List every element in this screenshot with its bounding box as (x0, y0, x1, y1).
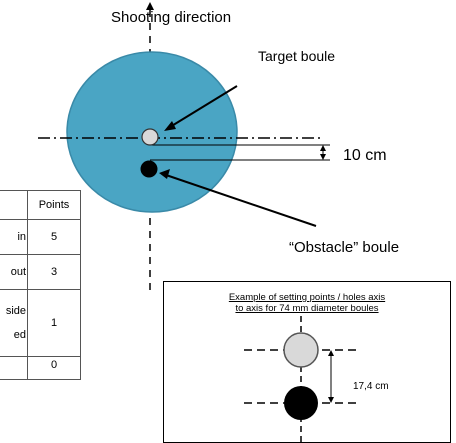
points-table: Points in 5 out 3 side ed 1 0 (0, 190, 81, 380)
dimension-arrow-up (320, 145, 326, 151)
table-cell-points: 3 (27, 254, 81, 290)
shooting-direction-label: Shooting direction (111, 9, 232, 26)
table-cell-points: 5 (27, 219, 81, 255)
table-header-description (0, 190, 28, 220)
example-diagram (244, 316, 360, 442)
obstacle-pointer-arrowhead (159, 169, 170, 179)
obstacle-pointer-arrow (165, 174, 317, 227)
target-boule (141, 128, 159, 146)
example-title-line1: Example of setting points / holes axis (228, 292, 386, 303)
table-row: in 5 (0, 219, 81, 255)
table-row: 0 (0, 356, 81, 380)
example-obstacle-boule (284, 386, 318, 420)
example-target-boule (283, 332, 319, 368)
target-boule-label: Target boule (258, 48, 336, 64)
dimension-arrow-down (320, 154, 326, 160)
diagram-canvas (38, 2, 330, 290)
target-pointer-arrowhead (164, 121, 176, 131)
table-cell-points: 0 (27, 356, 81, 380)
target-pointer-arrow (169, 85, 238, 128)
table-header-points: Points (27, 190, 81, 220)
table-cell-description (0, 356, 28, 380)
obstacle-boule-label: “Obstacle” boule (289, 239, 400, 256)
example-dimension-arrow-down (328, 397, 334, 403)
table-header-row: Points (0, 190, 81, 220)
distance-label: 10 cm (343, 147, 387, 164)
example-title: Example of setting points / holes axis t… (164, 292, 450, 314)
example-box: Example of setting points / holes axis t… (163, 281, 451, 443)
example-distance-label: 17,4 cm (353, 381, 389, 392)
table-cell-description: side ed (0, 289, 28, 357)
table-row: out 3 (0, 254, 81, 290)
shooting-axis-arrowhead (146, 2, 154, 10)
table-cell-description: out (0, 254, 28, 290)
obstacle-boule (140, 160, 158, 178)
table-cell-points: 1 (27, 289, 81, 357)
table-row: side ed 1 (0, 289, 81, 357)
example-title-line2: to axis for 74 mm diameter boules (235, 303, 379, 314)
example-dimension-arrow-up (328, 350, 334, 356)
table-cell-description: in (0, 219, 28, 255)
